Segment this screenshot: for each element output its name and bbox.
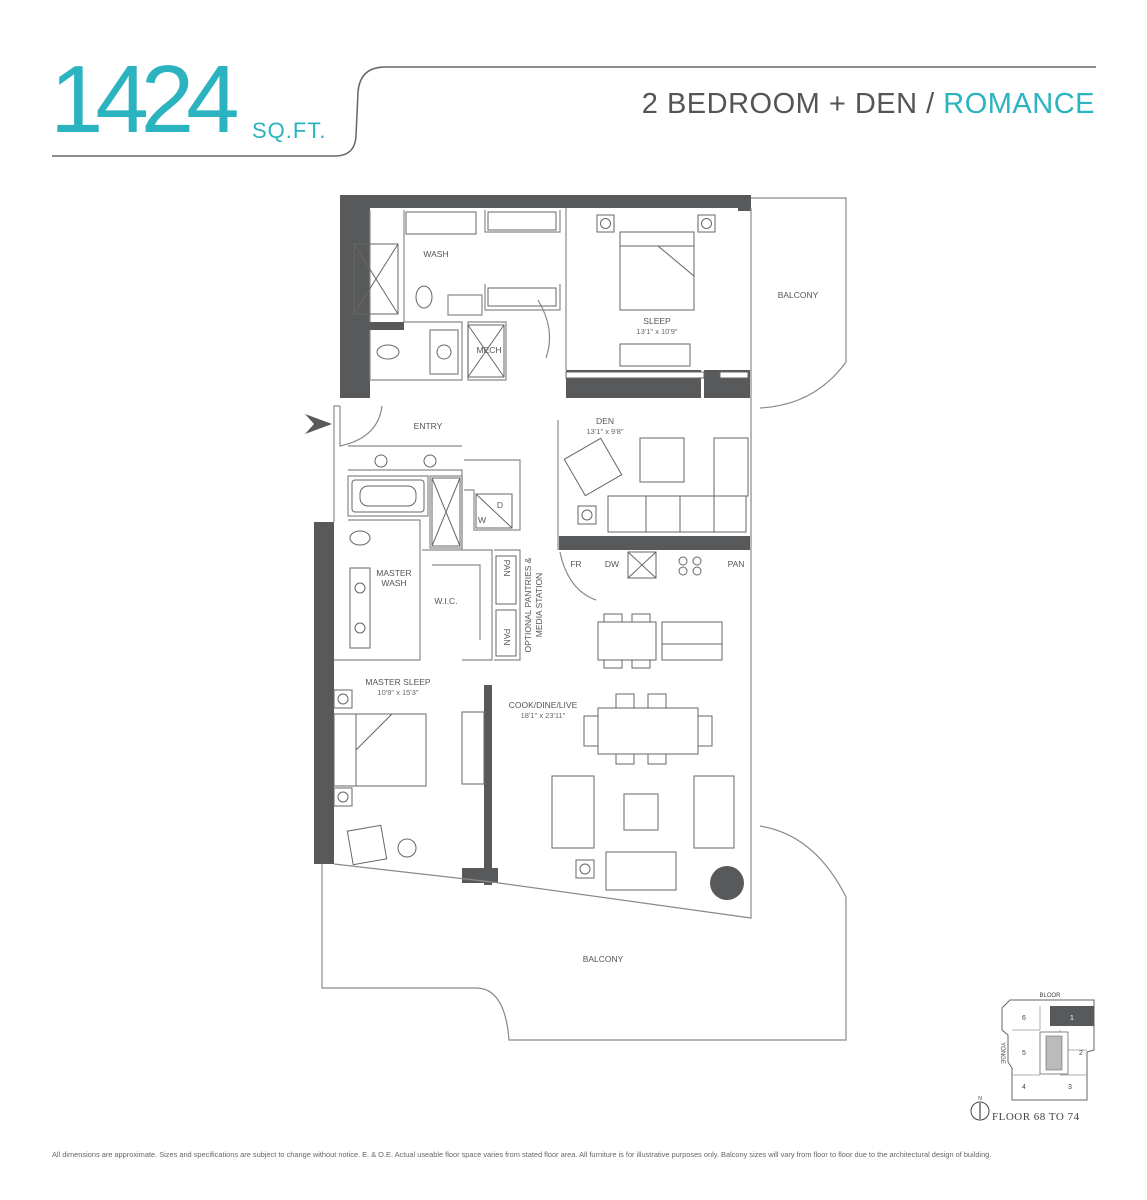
label-cook-dim: 18'1" x 23'11": [521, 711, 566, 720]
label-pantry-3: PAN: [728, 559, 745, 569]
label-master-sleep-dim: 10'9" x 15'3": [377, 688, 418, 697]
label-master-wash-2: WASH: [381, 578, 406, 588]
label-den-dim: 13'1" x 9'8": [587, 427, 624, 436]
key-plan-highlight: [1050, 1006, 1094, 1026]
plan-walls: [314, 195, 751, 885]
key-unit-4: 4: [1022, 1084, 1026, 1091]
label-pantry-1: PAN: [502, 560, 512, 577]
label-dryer: D: [497, 500, 503, 510]
header-frame-line: [52, 66, 1096, 157]
plan-outline: [321, 197, 847, 1041]
key-unit-5: 5: [1022, 1050, 1026, 1057]
label-washer: W: [478, 515, 486, 525]
label-entry: ENTRY: [414, 421, 443, 431]
label-wash: WASH: [423, 249, 448, 259]
floor-range-label: FLOOR 68 TO 74: [992, 1111, 1080, 1123]
key-street-left: YONGE: [999, 1042, 1005, 1064]
label-wic: W.I.C.: [434, 596, 457, 606]
label-cook-dine-live: COOK/DINE/LIVE: [509, 700, 578, 710]
key-unit-3: 3: [1068, 1084, 1072, 1091]
label-fridge: FR: [570, 559, 581, 569]
north-label: N: [978, 1096, 982, 1102]
key-street-top: BLOOR: [1039, 993, 1061, 999]
label-balcony-east: BALCONY: [778, 290, 819, 300]
unit-title: 2 BEDROOM + DEN / ROMANCE: [642, 88, 1095, 121]
north-arrow-icon: [970, 1101, 990, 1121]
label-optional-2: MEDIA STATION: [534, 573, 544, 637]
unit-type: 2 BEDROOM + DEN /: [641, 88, 935, 120]
suite-name: ROMANCE: [943, 88, 1095, 120]
label-master-wash-1: MASTER: [376, 568, 411, 578]
key-unit-1: 1: [1070, 1015, 1074, 1022]
label-master-sleep: MASTER SLEEP: [365, 677, 431, 687]
label-balcony-south: BALCONY: [583, 954, 624, 964]
entry-arrow-icon: [305, 414, 332, 434]
key-unit-6: 6: [1022, 1015, 1026, 1022]
label-pantry-2: PAN: [502, 629, 512, 646]
disclaimer: All dimensions are approximate. Sizes an…: [52, 1150, 992, 1159]
label-sleep: SLEEP: [643, 316, 671, 326]
plan-dark-fixtures: [565, 371, 749, 900]
label-dishwasher: DW: [605, 559, 619, 569]
key-plan: BLOOR YONGE 1 2 3 4 5 6 N: [970, 993, 1095, 1121]
room-labels: WASH MECH SLEEP 13'1" x 10'9" BALCONY EN…: [365, 249, 818, 964]
key-unit-2: 2: [1079, 1050, 1083, 1057]
plan-fixtures: [333, 211, 749, 891]
label-sleep-dim: 13'1" x 10'9": [636, 327, 677, 336]
label-mech: MECH: [476, 345, 501, 355]
area-unit: SQ.FT.: [252, 118, 327, 143]
label-optional-1: OPTIONAL PANTRIES &: [523, 557, 533, 652]
area-number: 1424: [50, 46, 240, 153]
label-den: DEN: [596, 416, 614, 426]
